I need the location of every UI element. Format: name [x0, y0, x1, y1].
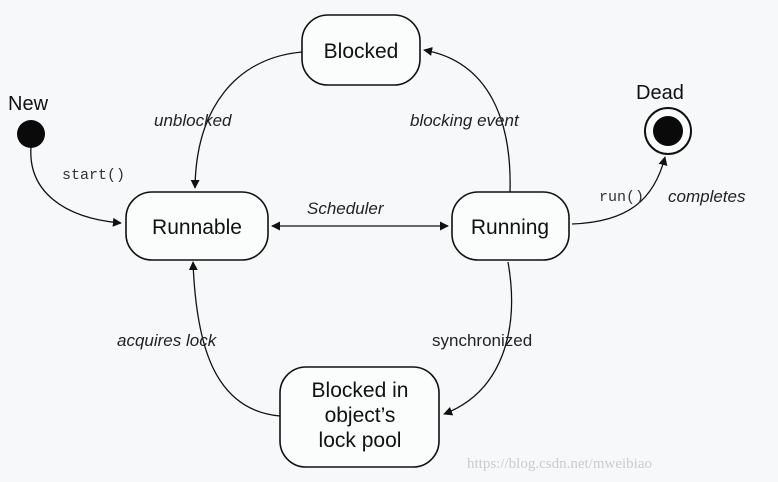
- new-state-label: New: [8, 93, 49, 115]
- edge-new-to-runnable: [30, 146, 122, 227]
- blocked-label: Blocked: [324, 40, 399, 63]
- state-runnable: Runnable: [125, 191, 269, 261]
- dead-state-label: Dead: [636, 82, 684, 104]
- edge-lockpool-to-runnable: [188, 261, 281, 417]
- state-running: Running: [451, 191, 570, 261]
- lock-pool-label-line1: Blocked in: [312, 379, 409, 402]
- edge-blocked-to-runnable: [190, 51, 303, 189]
- initial-state-dot: [17, 120, 45, 148]
- running-label: Running: [471, 216, 549, 239]
- edge-running-to-blocked: [423, 47, 511, 193]
- watermark-text: https://blog.csdn.net/mweibiao: [467, 456, 652, 472]
- final-state-dot: [653, 116, 683, 146]
- start-label: start(): [62, 167, 125, 184]
- lock-pool-label-line2: object’s: [325, 404, 396, 427]
- lock-pool-label-line3: lock pool: [319, 429, 402, 452]
- scheduler-label: Scheduler: [307, 199, 385, 218]
- runnable-label: Runnable: [152, 216, 242, 239]
- edge-running-to-dead: [571, 156, 668, 225]
- acquires-lock-label: acquires lock: [117, 331, 218, 350]
- blocking-event-label: blocking event: [410, 111, 520, 130]
- unblocked-label: unblocked: [154, 111, 232, 130]
- state-lock-pool: Blocked in object’s lock pool: [279, 366, 440, 468]
- completes-label: completes: [668, 187, 746, 206]
- run-label: run(): [599, 189, 644, 206]
- synchronized-label: synchronized: [432, 331, 532, 350]
- edge-running-to-lockpool: [443, 261, 513, 416]
- state-blocked: Blocked: [301, 14, 421, 86]
